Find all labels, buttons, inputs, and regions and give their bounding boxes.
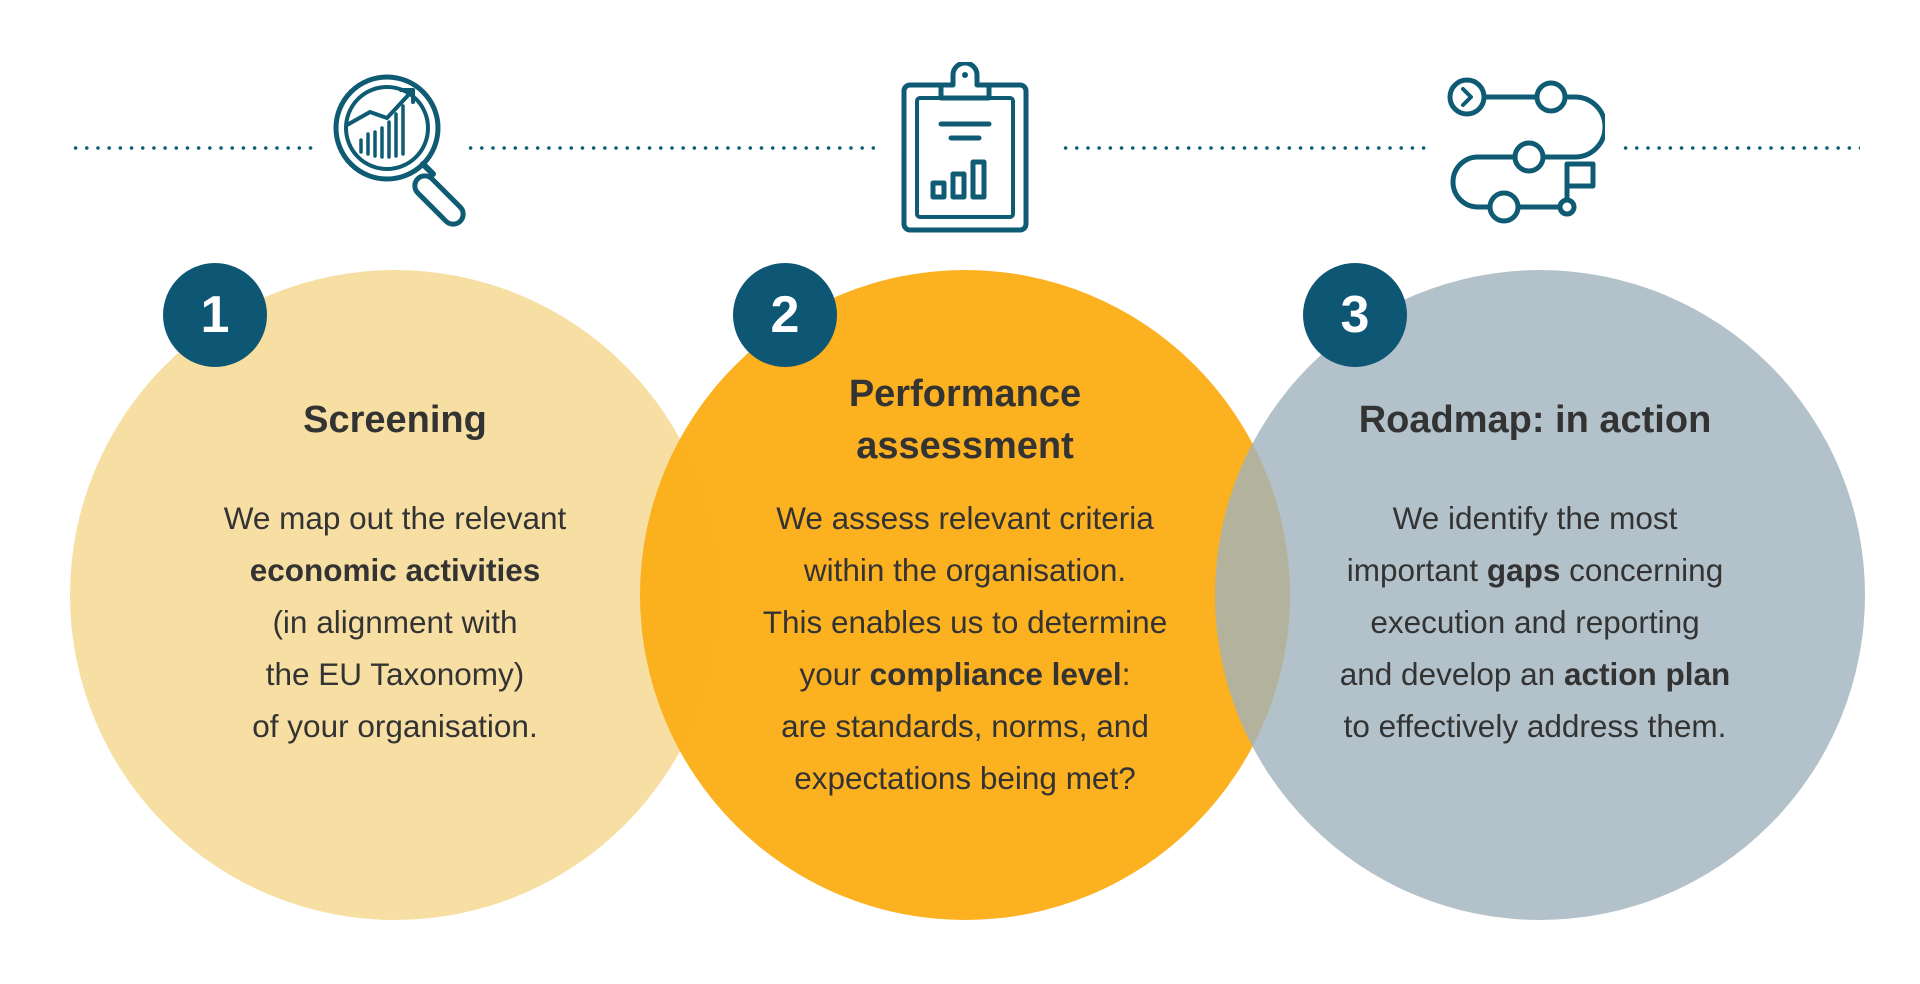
text-segment: important — [1346, 552, 1487, 588]
text-segment: the EU Taxonomy) — [265, 656, 525, 692]
dotted-connector-2 — [465, 146, 875, 150]
dotted-connector-4 — [1620, 146, 1860, 150]
step-1-number-badge: 1 — [163, 263, 267, 367]
step-1-title: Screening — [135, 394, 655, 446]
step-2-title-line: Performance — [848, 373, 1082, 415]
text-segment: and develop an — [1339, 656, 1564, 692]
step-1-title-line: Screening — [303, 399, 487, 441]
step-2-circle — [640, 270, 1290, 920]
step-1-circle — [70, 270, 720, 920]
dotted-connector-3 — [1060, 146, 1430, 150]
step-2-title-line: assessment — [856, 425, 1074, 467]
text-segment: are standards, norms, and — [781, 708, 1149, 744]
description-line: We assess relevant criteria — [705, 492, 1225, 544]
step-1-description: We map out the relevant economic activiti… — [135, 492, 655, 752]
step-3-content: Roadmap: in action We identify the most i… — [1275, 394, 1795, 752]
description-line: important gaps concerning — [1275, 544, 1795, 596]
description-line: expectations being met? — [705, 752, 1225, 804]
description-line: your compliance level: — [705, 648, 1225, 700]
text-segment: : — [1121, 656, 1131, 692]
step-3-description: We identify the most important gaps conce… — [1275, 492, 1795, 752]
step-3-circle — [1215, 270, 1865, 920]
text-segment: We assess relevant criteria — [776, 500, 1154, 536]
description-line: (in alignment with — [135, 596, 655, 648]
description-line: This enables us to determine — [705, 596, 1225, 648]
step-2-description: We assess relevant criteria within the or… — [705, 492, 1225, 804]
description-line: We map out the relevant — [135, 492, 655, 544]
description-line: the EU Taxonomy) — [135, 648, 655, 700]
step-3-number-badge: 3 — [1303, 263, 1407, 367]
description-line: are standards, norms, and — [705, 700, 1225, 752]
text-segment: (in alignment with — [272, 604, 518, 640]
step-1-content: Screening We map out the relevant economi… — [135, 394, 655, 752]
text-segment: within the organisation. — [803, 552, 1127, 588]
description-line: and develop an action plan — [1275, 648, 1795, 700]
description-line: economic activities — [135, 544, 655, 596]
description-line: to effectively address them. — [1275, 700, 1795, 752]
text-segment: This enables us to determine — [762, 604, 1168, 640]
step-2-content: Performance assessment We assess relevan… — [705, 368, 1225, 804]
emphasis-text: compliance level — [869, 656, 1122, 692]
emphasis-text: action plan — [1563, 656, 1731, 692]
emphasis-text: gaps — [1486, 552, 1561, 588]
description-line: execution and reporting — [1275, 596, 1795, 648]
text-segment: concerning — [1560, 552, 1724, 588]
roadmap-path-flag-icon — [1440, 72, 1605, 232]
description-line: of your organisation. — [135, 700, 655, 752]
emphasis-text: economic activities — [249, 552, 541, 588]
step-2-number-badge: 2 — [733, 263, 837, 367]
text-segment: your — [799, 656, 870, 692]
description-line: within the organisation. — [705, 544, 1225, 596]
text-segment: of your organisation. — [252, 708, 538, 744]
step-2-title: Performance assessment — [705, 368, 1225, 472]
step-3-title-line: Roadmap: in action — [1358, 399, 1712, 441]
magnifier-growth-chart-icon — [325, 70, 485, 230]
clipboard-bar-chart-icon — [895, 62, 1035, 237]
text-segment: We map out the relevant — [223, 500, 567, 536]
text-segment: We identify the most — [1392, 500, 1678, 536]
text-segment: to effectively address them. — [1343, 708, 1727, 744]
step-3-title: Roadmap: in action — [1275, 394, 1795, 446]
text-segment: expectations being met? — [794, 760, 1136, 796]
description-line: We identify the most — [1275, 492, 1795, 544]
dotted-connector-1 — [70, 146, 315, 150]
text-segment: execution and reporting — [1370, 604, 1700, 640]
